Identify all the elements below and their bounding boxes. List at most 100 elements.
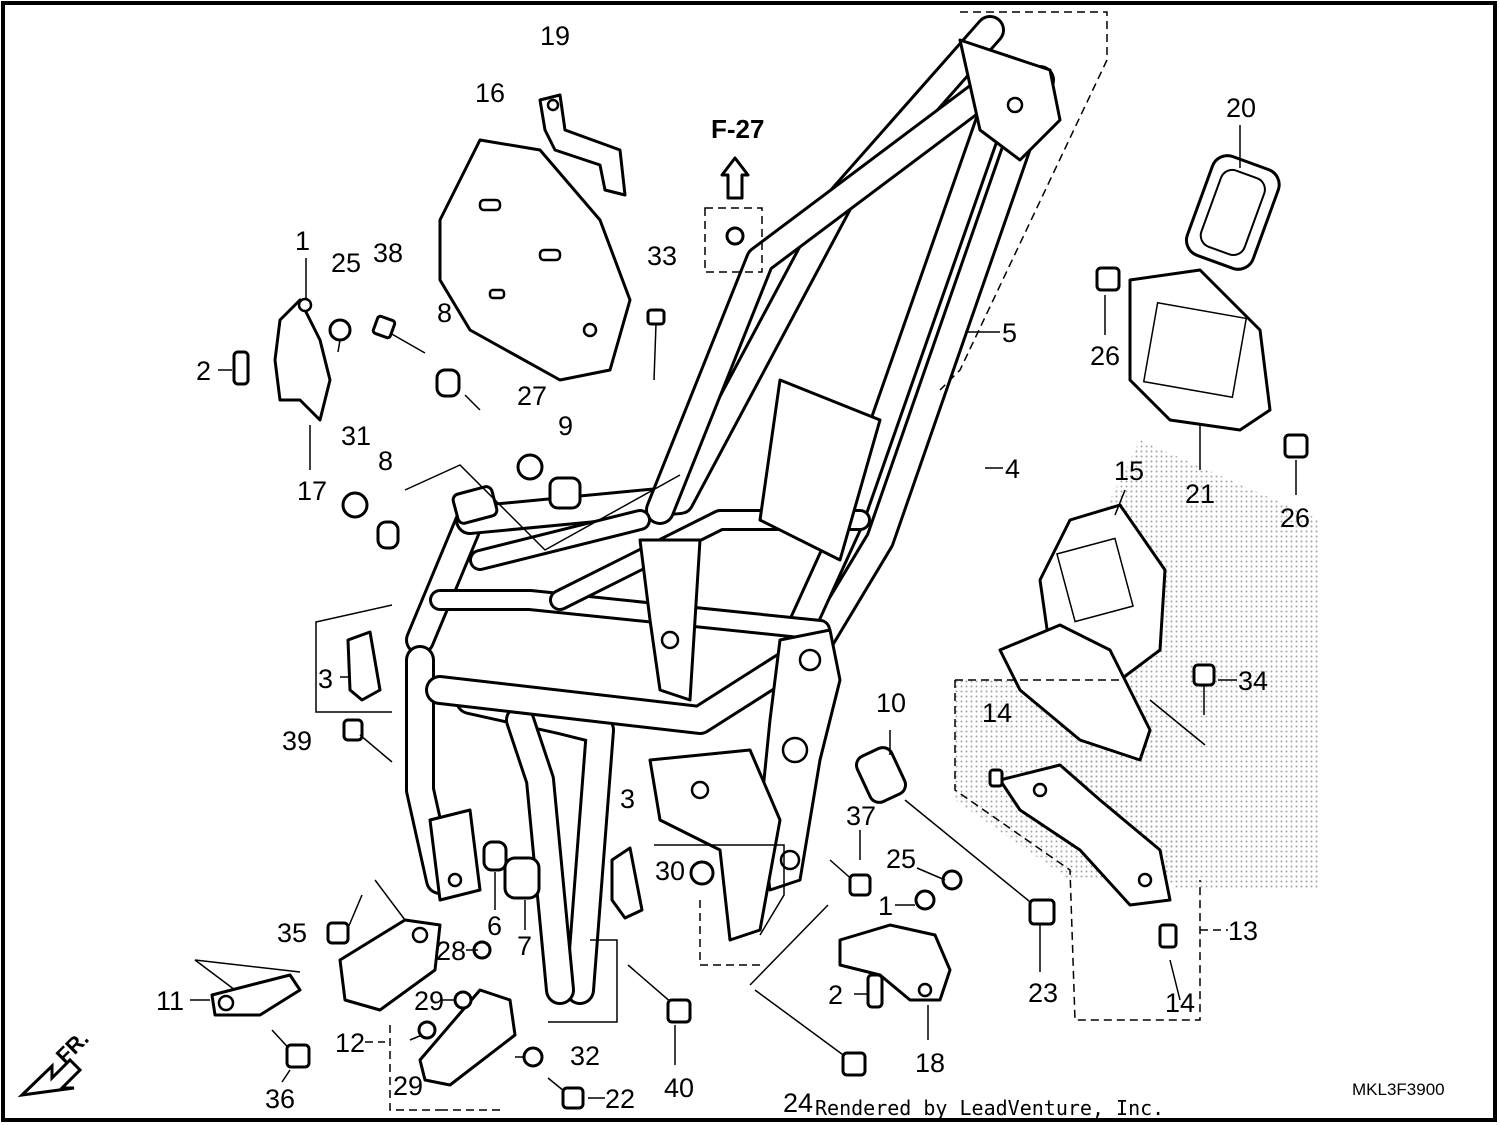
nut-25b[interactable] bbox=[941, 869, 963, 891]
rubber-band-20[interactable] bbox=[1182, 151, 1284, 274]
bolt-23[interactable] bbox=[904, 799, 1056, 926]
bracket-17[interactable] bbox=[273, 297, 332, 422]
callout-11: 11 bbox=[156, 986, 184, 1016]
bolt-24[interactable] bbox=[754, 989, 867, 1077]
bolt-33[interactable] bbox=[646, 308, 666, 381]
callout-19: 19 bbox=[540, 21, 570, 51]
callout-39: 39 bbox=[282, 726, 312, 756]
nut-31[interactable] bbox=[341, 491, 369, 519]
footpeg-11[interactable] bbox=[210, 973, 302, 1017]
clip-14b[interactable] bbox=[1158, 923, 1178, 949]
section-ref-label[interactable]: F-27 bbox=[711, 114, 764, 144]
bolt-39[interactable] bbox=[342, 718, 393, 763]
nut-1b[interactable] bbox=[914, 889, 936, 911]
collar-7[interactable] bbox=[503, 856, 541, 900]
callout-14: 14 bbox=[982, 698, 1012, 728]
nut-29a[interactable] bbox=[453, 990, 473, 1010]
callout-27: 27 bbox=[517, 381, 547, 411]
callout-2: 2 bbox=[196, 356, 211, 386]
callout-16: 16 bbox=[475, 78, 505, 108]
callout-28: 28 bbox=[436, 936, 466, 966]
collar-8a[interactable] bbox=[435, 368, 461, 398]
bolt-38[interactable] bbox=[371, 314, 426, 354]
callout-23: 23 bbox=[1028, 978, 1058, 1008]
callout-labels: 1 2 3 3 4 5 6 7 8 8 9 10 11 12 13 14 14 … bbox=[156, 21, 1310, 1118]
bracket-16[interactable] bbox=[438, 138, 632, 382]
nut-27[interactable] bbox=[516, 453, 544, 481]
bolt-37[interactable] bbox=[829, 859, 872, 897]
clip-14a[interactable] bbox=[988, 768, 1004, 788]
section-ref-box bbox=[704, 156, 763, 273]
callout-5: 5 bbox=[1002, 318, 1017, 348]
nut-30[interactable] bbox=[689, 860, 715, 886]
washer-32[interactable] bbox=[522, 1046, 544, 1068]
callout-2: 2 bbox=[828, 980, 843, 1010]
collar-6[interactable] bbox=[482, 840, 508, 872]
bolt-26a[interactable] bbox=[1095, 266, 1121, 292]
callout-20: 20 bbox=[1226, 93, 1256, 123]
callout-10: 10 bbox=[876, 688, 906, 718]
nut-29b[interactable] bbox=[417, 1020, 437, 1040]
callout-37: 37 bbox=[846, 801, 876, 831]
callout-1: 1 bbox=[295, 226, 310, 256]
bolt-36[interactable] bbox=[271, 1029, 311, 1069]
callout-14: 14 bbox=[1165, 988, 1195, 1018]
callout-7: 7 bbox=[517, 931, 532, 961]
callout-21: 21 bbox=[1185, 479, 1215, 509]
callout-13: 13 bbox=[1228, 916, 1258, 946]
callout-15: 15 bbox=[1114, 456, 1144, 486]
drawing-code: MKL3F3900 bbox=[1352, 1080, 1445, 1099]
main-frame-4 bbox=[405, 15, 1062, 1005]
collar-8b[interactable] bbox=[376, 520, 400, 550]
clip-2a[interactable] bbox=[232, 350, 250, 386]
callout-3: 3 bbox=[318, 664, 333, 694]
callout-33: 33 bbox=[647, 241, 677, 271]
callout-31: 31 bbox=[341, 421, 371, 451]
callout-8: 8 bbox=[378, 446, 393, 476]
callout-40: 40 bbox=[664, 1073, 694, 1103]
callout-29: 29 bbox=[414, 986, 444, 1016]
callout-12: 12 bbox=[335, 1028, 365, 1058]
collar-9[interactable] bbox=[548, 476, 582, 510]
bolt-35[interactable] bbox=[326, 894, 363, 945]
stay-19[interactable] bbox=[538, 93, 627, 197]
bolt-26b[interactable] bbox=[1283, 433, 1309, 459]
nut-25a[interactable] bbox=[328, 318, 352, 353]
front-label: FR. bbox=[51, 1026, 94, 1069]
callout-34: 34 bbox=[1238, 666, 1268, 696]
callout-22: 22 bbox=[605, 1084, 635, 1114]
callout-9: 9 bbox=[558, 411, 573, 441]
bracket-12[interactable] bbox=[338, 918, 517, 1087]
bolt-22[interactable] bbox=[547, 1077, 585, 1110]
callout-38: 38 bbox=[373, 238, 403, 268]
bracket-15[interactable] bbox=[998, 503, 1167, 762]
bolt-40[interactable] bbox=[627, 964, 692, 1024]
bracket-18[interactable] bbox=[838, 923, 952, 1002]
callout-4: 4 bbox=[1005, 454, 1020, 484]
callout-17: 17 bbox=[297, 476, 327, 506]
front-arrow-icon: FR. bbox=[17, 1026, 94, 1098]
callout-26: 26 bbox=[1280, 503, 1310, 533]
callout-30: 30 bbox=[655, 856, 685, 886]
callout-25: 25 bbox=[886, 844, 916, 874]
ecu-bracket-21[interactable] bbox=[1128, 268, 1272, 432]
callout-26: 26 bbox=[1090, 341, 1120, 371]
bolt-34[interactable] bbox=[1192, 663, 1216, 715]
callout-24: 24 bbox=[783, 1088, 813, 1118]
callout-18: 18 bbox=[915, 1048, 945, 1078]
callout-25: 25 bbox=[331, 248, 361, 278]
callout-29: 29 bbox=[393, 1071, 423, 1101]
clip-2b[interactable] bbox=[866, 973, 884, 1009]
callout-36: 36 bbox=[265, 1084, 295, 1114]
callout-8: 8 bbox=[437, 298, 452, 328]
callout-6: 6 bbox=[487, 911, 502, 941]
bracket-13[interactable] bbox=[998, 763, 1172, 907]
leader-lines bbox=[190, 11, 1297, 1111]
credit-text: Rendered by LeadVenture, Inc. bbox=[815, 1096, 1164, 1120]
cover-3b[interactable] bbox=[610, 846, 644, 920]
cover-3a[interactable] bbox=[346, 630, 382, 702]
callout-1: 1 bbox=[878, 891, 893, 921]
collar-10[interactable] bbox=[853, 744, 909, 805]
